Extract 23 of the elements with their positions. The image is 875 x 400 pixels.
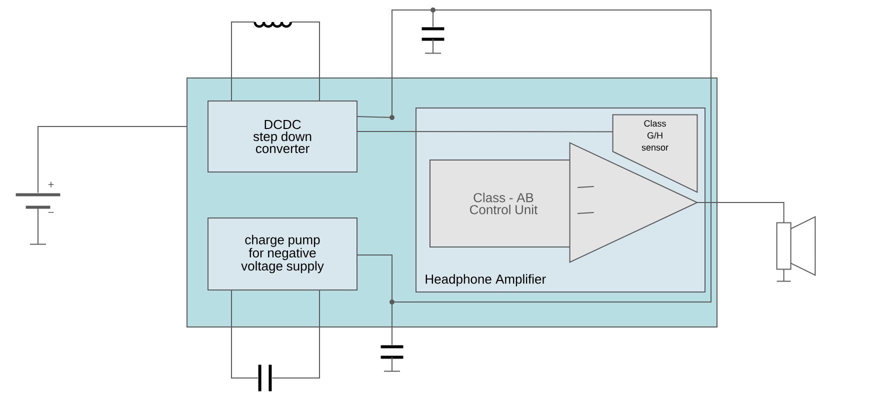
wire bbox=[38, 126, 187, 194]
speaker-symbol bbox=[776, 216, 816, 282]
polarity-sign: − bbox=[48, 212, 54, 213]
wire bbox=[577, 186, 594, 188]
charge-pump-box: charge pump for negative voltage supply bbox=[208, 218, 358, 290]
capacitor-symbol bbox=[420, 27, 446, 54]
wire bbox=[577, 212, 594, 214]
wire bbox=[231, 22, 256, 101]
polarity-sign: + bbox=[48, 182, 54, 188]
sensor-box: Class G/H sensor bbox=[612, 114, 698, 193]
wire bbox=[357, 10, 434, 118]
wire bbox=[357, 131, 614, 132]
inductor-symbol bbox=[254, 20, 292, 28]
converter-box: DCDC step down converter bbox=[208, 100, 358, 172]
control-unit-box: Class - AB Control Unit bbox=[430, 160, 578, 248]
wire bbox=[272, 290, 320, 378]
capacitor-symbol bbox=[258, 363, 272, 393]
wire bbox=[231, 290, 258, 378]
capacitor-symbol bbox=[379, 345, 405, 372]
wire bbox=[696, 202, 784, 224]
wire bbox=[357, 254, 392, 346]
wire bbox=[290, 22, 320, 101]
battery-symbol bbox=[14, 193, 62, 245]
